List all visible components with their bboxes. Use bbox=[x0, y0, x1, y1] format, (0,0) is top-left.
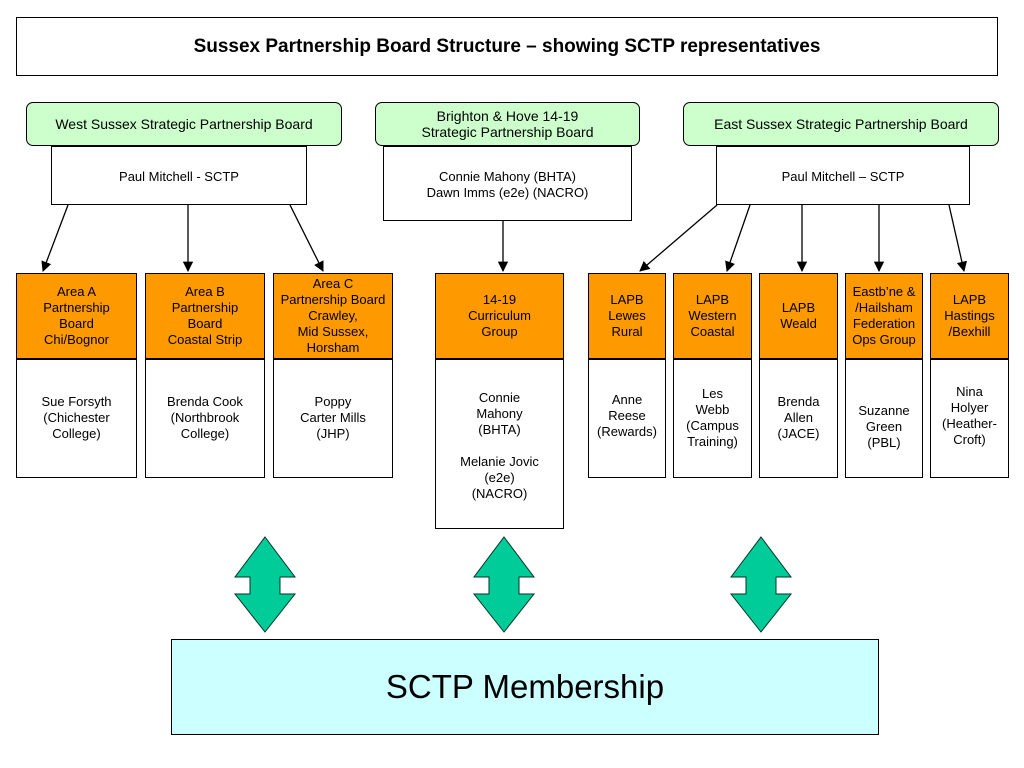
group-eastbourne: Eastb’ne & /Hailsham Federation Ops Grou… bbox=[845, 273, 923, 359]
rep-area-a: Sue Forsyth (Chichester College) bbox=[16, 359, 137, 478]
group-area-b: Area B Partnership Board Coastal Strip bbox=[145, 273, 265, 359]
west-sussex-rep: Paul Mitchell - SCTP bbox=[51, 146, 307, 205]
arrow-east-to-lewes bbox=[639, 204, 718, 272]
group-area-a: Area A Partnership Board Chi/Bognor bbox=[16, 273, 137, 359]
rep-curriculum: Connie Mahony (BHTA) Melanie Jovic (e2e)… bbox=[435, 359, 564, 529]
east-sussex-rep: Paul Mitchell – SCTP bbox=[716, 146, 970, 205]
rep-lapb-western: Les Webb (Campus Training) bbox=[673, 359, 752, 478]
arrow-west-to-area-c bbox=[289, 204, 324, 272]
group-curriculum: 14-19 Curriculum Group bbox=[435, 273, 564, 359]
group-area-c: Area C Partnership Board Crawley, Mid Su… bbox=[273, 273, 393, 359]
rep-eastbourne: Suzanne Green (PBL) bbox=[845, 359, 923, 478]
rep-lapb-lewes: Anne Reese (Rewards) bbox=[588, 359, 666, 478]
page-title: Sussex Partnership Board Structure – sho… bbox=[16, 17, 998, 76]
group-lapb-hastings: LAPB Hastings /Bexhill bbox=[930, 273, 1009, 359]
group-lapb-western: LAPB Western Coastal bbox=[673, 273, 752, 359]
east-sussex-board: East Sussex Strategic Partnership Board bbox=[683, 102, 999, 146]
west-sussex-board: West Sussex Strategic Partnership Board bbox=[26, 102, 342, 146]
double-arrow-left bbox=[233, 536, 297, 633]
rep-area-c: Poppy Carter Mills (JHP) bbox=[273, 359, 393, 478]
brighton-hove-rep: Connie Mahony (BHTA) Dawn Imms (e2e) (NA… bbox=[383, 146, 632, 221]
group-lapb-weald: LAPB Weald bbox=[759, 273, 838, 359]
rep-lapb-hastings: Nina Holyer (Heather- Croft) bbox=[930, 359, 1009, 478]
sctp-membership: SCTP Membership bbox=[171, 639, 879, 735]
brighton-hove-board: Brighton & Hove 14-19 Strategic Partners… bbox=[375, 102, 640, 146]
double-arrow-center bbox=[472, 536, 536, 633]
arrow-east-to-hastings bbox=[948, 204, 967, 273]
arrow-east-to-western bbox=[725, 204, 751, 272]
double-arrow-right bbox=[729, 536, 793, 633]
rep-lapb-weald: Brenda Allen (JACE) bbox=[759, 359, 838, 478]
arrow-west-to-area-a bbox=[41, 204, 69, 272]
group-lapb-lewes: LAPB Lewes Rural bbox=[588, 273, 666, 359]
rep-area-b: Brenda Cook (Northbrook College) bbox=[145, 359, 265, 478]
